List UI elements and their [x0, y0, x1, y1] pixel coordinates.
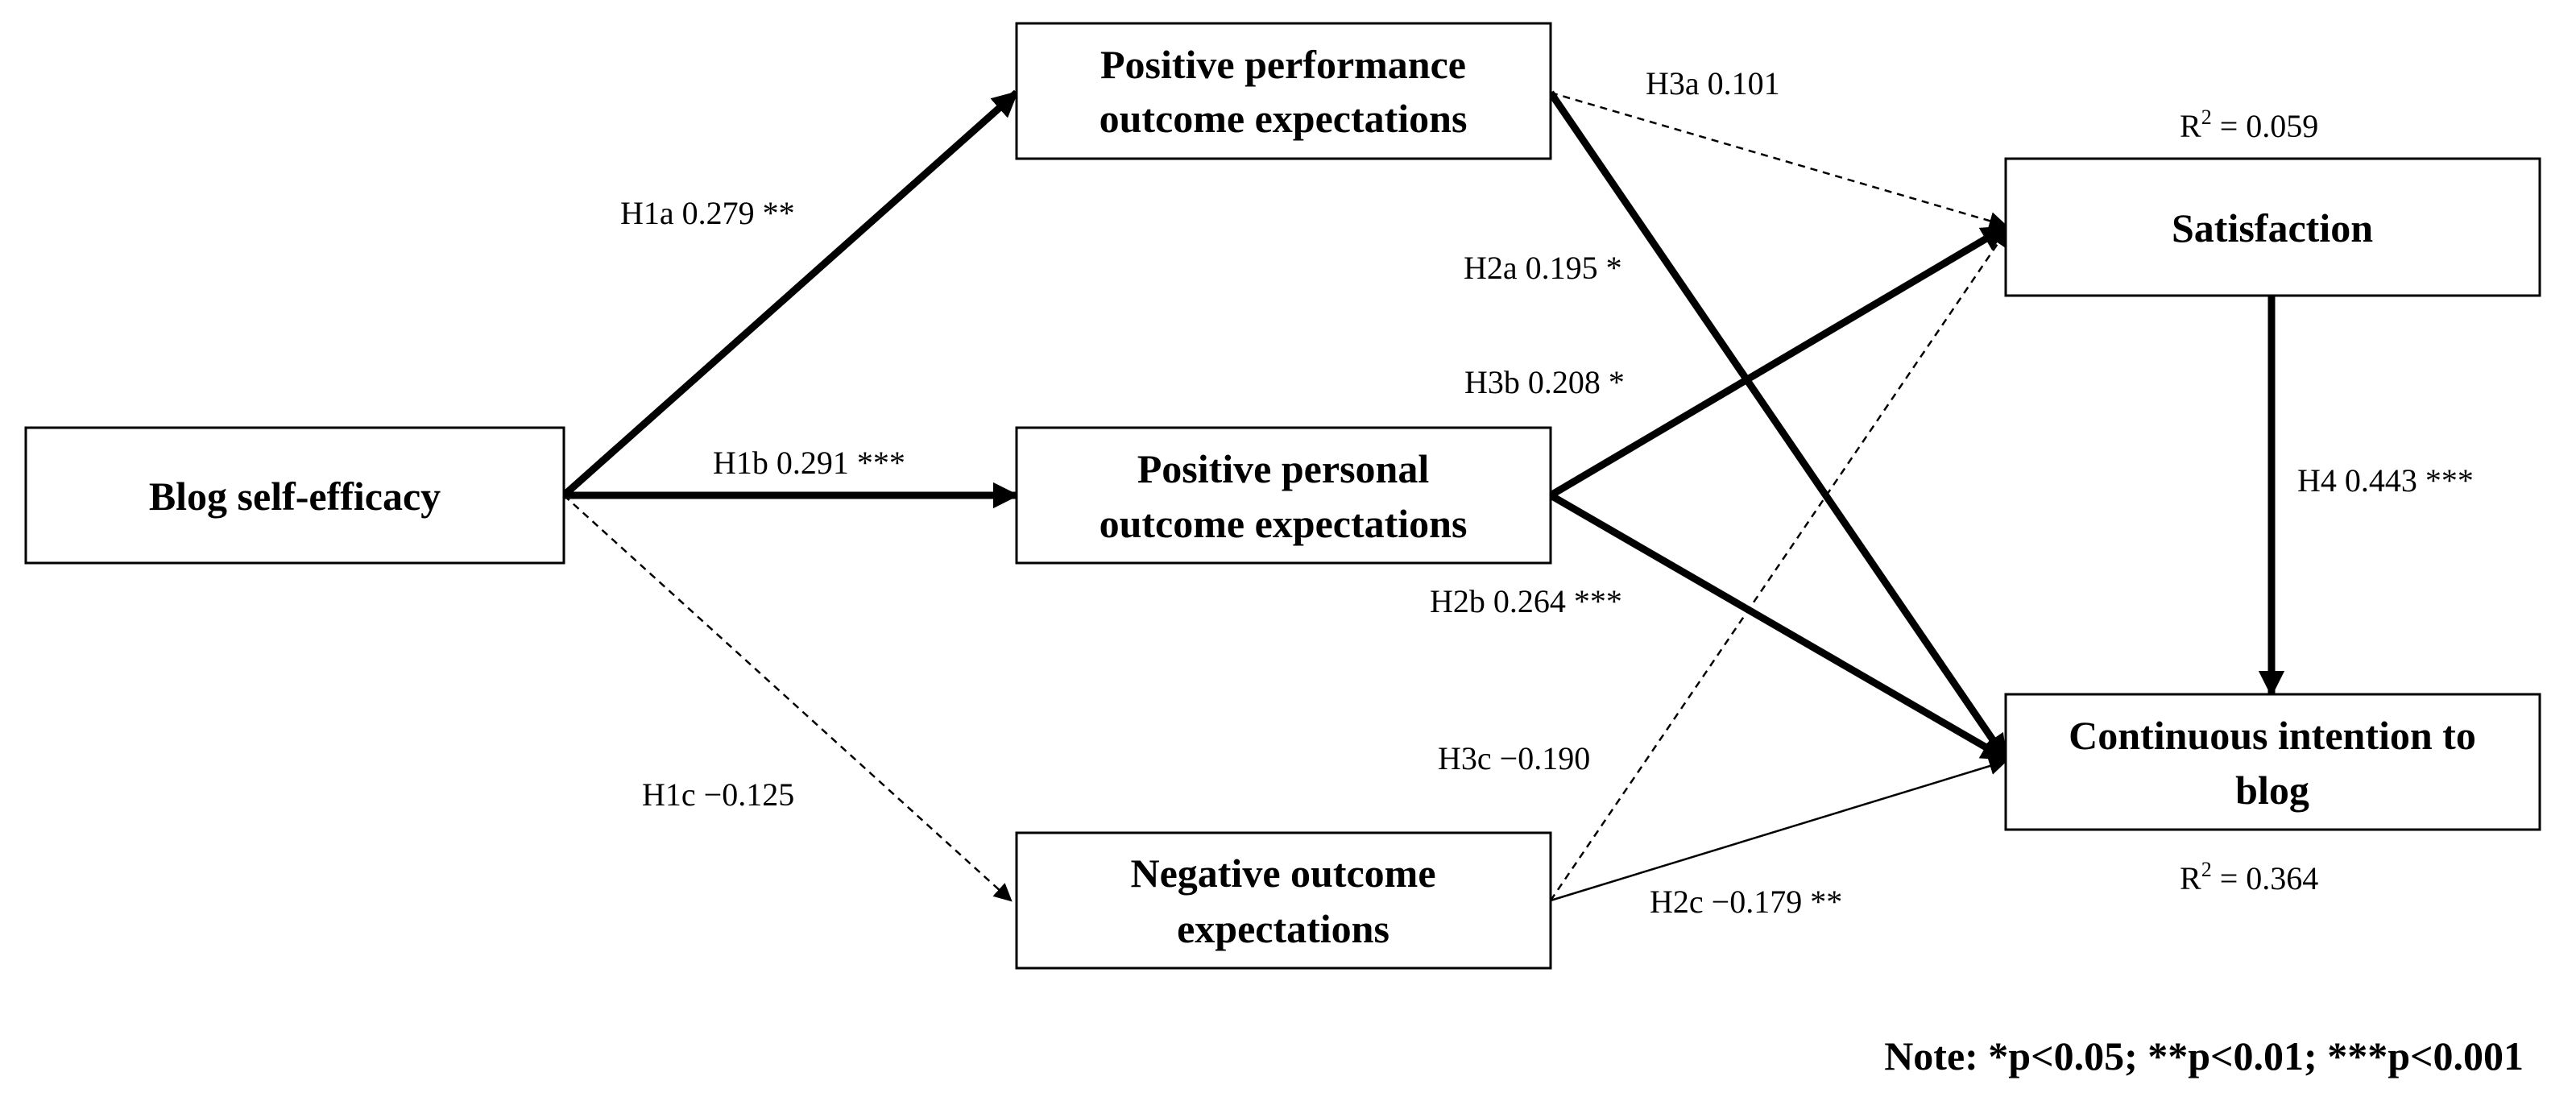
node-label-line-1: Negative outcome: [1130, 851, 1435, 896]
node-positive-performance: Positive performance outcome expectation…: [1015, 22, 1552, 160]
node-label-line-1: Continuous intention to: [2069, 713, 2476, 758]
path-h2a: [1547, 90, 2009, 761]
r-squared-continuous-intention: R2 = 0.364: [2180, 858, 2318, 896]
path-h1a: [561, 89, 1019, 499]
label-h1a: H1a 0.279 **: [620, 195, 795, 231]
label-h1b: H1b 0.291 ***: [713, 445, 905, 481]
node-blog-self-efficacy: Blog self-efficacy: [24, 426, 565, 565]
node-label-line-1: Positive personal: [1137, 446, 1430, 491]
path-h3b: [1548, 224, 2008, 499]
path-h2c: [1550, 757, 2008, 902]
label-h3a: H3a 0.101: [1646, 65, 1780, 101]
label-h2c: H2c −0.179 **: [1650, 884, 1842, 920]
label-h3b: H3b 0.208 *: [1464, 364, 1625, 400]
r-squared-satisfaction: R2 = 0.059: [2180, 106, 2318, 144]
label-h2b: H2b 0.264 ***: [1430, 583, 1622, 619]
label-h1c: H1c −0.125: [642, 776, 794, 813]
node-positive-personal: Positive personal outcome expectations: [1015, 426, 1552, 565]
path-h2b: [1548, 492, 2008, 762]
node-satisfaction: Satisfaction: [2004, 157, 2541, 297]
node-label: Satisfaction: [2172, 205, 2373, 250]
node-label-line-2: outcome expectations: [1100, 501, 1468, 546]
label-h3c: H3c −0.190: [1438, 740, 1590, 776]
node-label-line-2: outcome expectations: [1100, 96, 1468, 141]
node-label: Blog self-efficacy: [149, 474, 441, 519]
label-h2a: H2a 0.195 *: [1464, 250, 1622, 286]
node-label-line-2: blog: [2235, 768, 2309, 813]
node-label-line-1: Positive performance: [1100, 42, 1466, 87]
node-negative-outcome: Negative outcome expectations: [1015, 831, 1552, 970]
node-label-line-2: expectations: [1177, 906, 1389, 951]
path-h3a: [1550, 91, 2008, 230]
node-continuous-intention: Continuous intention to blog: [2004, 693, 2541, 831]
path-h1c: [563, 495, 1013, 902]
significance-note: Note: *p<0.05; **p<0.01; ***p<0.001: [1884, 1033, 2524, 1078]
path-h3c: [1549, 228, 2009, 901]
label-h4: H4 0.443 ***: [2297, 462, 2474, 499]
